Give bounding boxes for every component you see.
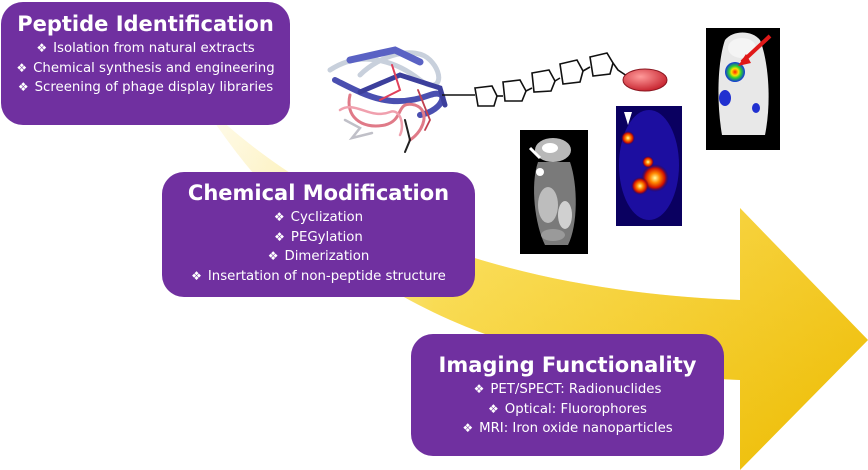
- list-item: ❖PET/SPECT: Radionuclides: [411, 380, 724, 400]
- list-item: ❖Isolation from natural extracts: [1, 39, 290, 59]
- imaging-functionality-title: Imaging Functionality: [438, 353, 697, 377]
- chemical-modification-list: ❖Cyclization ❖PEGylation ❖Dimerization ❖…: [162, 208, 475, 286]
- diamond-bullet-icon: ❖: [16, 60, 28, 75]
- diamond-bullet-icon: ❖: [274, 229, 285, 244]
- list-item: ❖Insertation of non-peptide structure: [162, 267, 475, 287]
- list-item: ❖Chemical synthesis and engineering: [1, 59, 290, 79]
- mri-scan-image: [520, 130, 588, 254]
- optical-mouse-image: [706, 28, 780, 150]
- diamond-bullet-icon: ❖: [473, 382, 485, 396]
- chemical-modification-title: Chemical Modification: [187, 181, 450, 205]
- chemical-modification-box: Chemical Modification ❖Cyclization ❖PEGy…: [162, 172, 475, 297]
- diamond-bullet-icon: ❖: [273, 210, 285, 224]
- list-item: ❖Optical: Fluorophores: [411, 400, 724, 420]
- list-item: ❖Cyclization: [162, 208, 475, 228]
- imaging-functionality-box: Imaging Functionality ❖PET/SPECT: Radion…: [411, 334, 724, 456]
- diamond-bullet-icon: ❖: [488, 401, 499, 416]
- peptide-identification-title: Peptide Identification: [17, 12, 274, 36]
- list-item: ❖PEGylation: [162, 228, 475, 248]
- protein-structure-icon: [327, 46, 448, 153]
- diamond-bullet-icon: ❖: [267, 249, 279, 263]
- pet-scan-image: [616, 106, 682, 226]
- diamond-bullet-icon: ❖: [191, 268, 202, 283]
- peptide-chain-icon: [442, 52, 628, 107]
- list-item: ❖Screening of phage display libraries: [1, 78, 290, 98]
- peptide-identification-list: ❖Isolation from natural extracts ❖Chemic…: [1, 39, 290, 98]
- list-item: ❖MRI: Iron oxide nanoparticles: [411, 419, 724, 439]
- list-item: ❖Dimerization: [162, 247, 475, 267]
- diamond-bullet-icon: ❖: [36, 41, 48, 55]
- imaging-functionality-list: ❖PET/SPECT: Radionuclides ❖Optical: Fluo…: [411, 380, 724, 439]
- imaging-probe-icon: [622, 68, 668, 92]
- diamond-bullet-icon: ❖: [462, 421, 474, 435]
- diamond-bullet-icon: ❖: [17, 80, 29, 94]
- peptide-identification-box: Peptide Identification ❖Isolation from n…: [1, 2, 290, 125]
